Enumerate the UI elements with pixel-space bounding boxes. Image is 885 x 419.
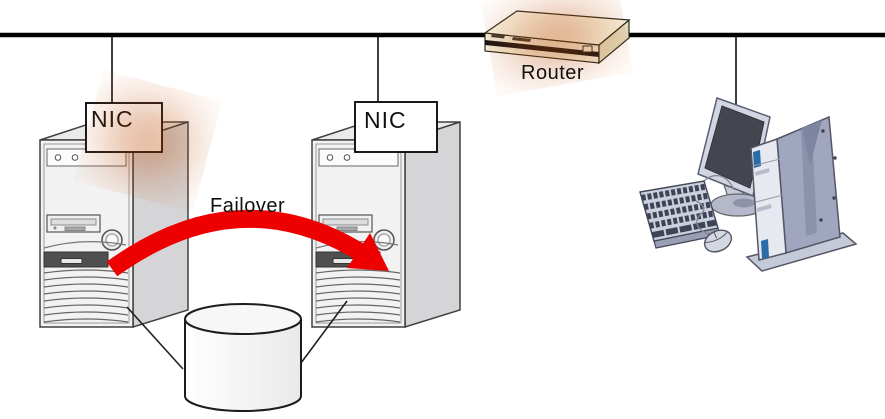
- failover-label: Failover: [210, 195, 285, 217]
- tower-blue-accent-bottom: [761, 239, 769, 259]
- monitor-stand-hole: [733, 198, 755, 208]
- mouse-icon: [703, 229, 733, 253]
- router-port: [582, 45, 593, 53]
- failover-arrow: [106, 209, 389, 277]
- monitor-icon: [697, 97, 771, 198]
- mouse-cable: [695, 200, 714, 236]
- disk-link-right: [300, 300, 348, 364]
- monitor-screen: [704, 105, 765, 189]
- nic-box-right: NIC: [354, 101, 438, 153]
- tower-drive-slot-2: [757, 204, 772, 212]
- disk-link-left: [126, 306, 184, 370]
- client-pc: [639, 97, 858, 272]
- tower-front-panel: [750, 137, 787, 261]
- failover-arrowhead: [347, 233, 389, 271]
- router-slot-1: [491, 34, 505, 39]
- tower-side-notch: [802, 120, 822, 165]
- nic-right-label: NIC: [364, 107, 407, 133]
- tower-drive-slot-1: [755, 168, 770, 176]
- shared-disk-cylinder: [184, 303, 302, 412]
- tower-blue-accent-top: [753, 150, 761, 168]
- computer-tower-icon: [745, 115, 858, 272]
- keyboard-cable: [702, 174, 735, 191]
- router-label: Router: [521, 62, 584, 84]
